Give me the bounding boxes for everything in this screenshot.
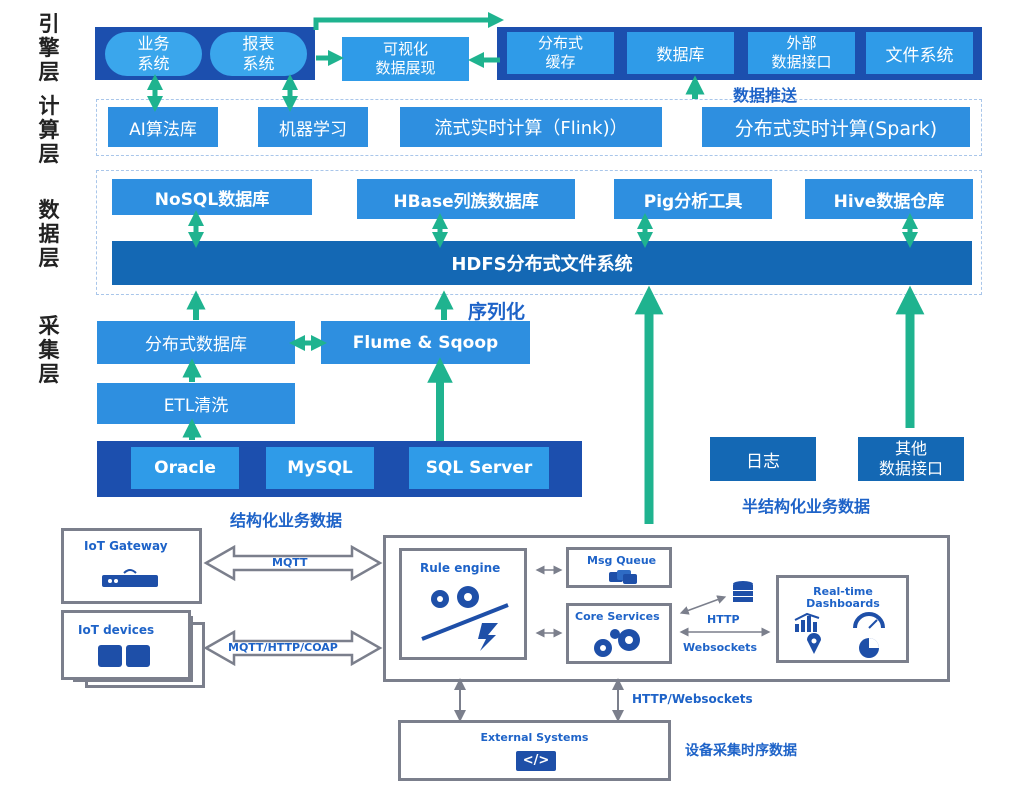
gears-icon — [585, 626, 655, 660]
iot-gateway-box[interactable]: IoT Gateway — [61, 528, 202, 604]
iot-devices-label: IoT devices — [78, 623, 155, 637]
iot-devices-box[interactable]: IoT devices — [61, 610, 191, 680]
mqtt-label: MQTT — [272, 556, 308, 569]
data-push-label: 数据推送 — [733, 86, 798, 105]
layer-label-compute: 计算层 — [38, 94, 60, 166]
database-stack-icon — [731, 580, 755, 604]
machine-learning-box[interactable]: 机器学习 — [258, 107, 368, 147]
business-system-box[interactable]: 业务 系统 — [105, 32, 202, 76]
engine-top-arrow — [313, 11, 504, 30]
visual-display-box[interactable]: 可视化 数据展现 — [342, 37, 469, 81]
code-icon: </> — [516, 751, 556, 771]
hive-box[interactable]: Hive数据仓库 — [805, 179, 973, 219]
other-api-box[interactable]: 其他 数据接口 — [858, 437, 964, 481]
gears-lightning-icon — [416, 583, 516, 653]
dashboards-label: Real-time Dashboards — [806, 585, 880, 610]
external-systems-box[interactable]: External Systems </> — [398, 720, 671, 781]
pig-box[interactable]: Pig分析工具 — [614, 179, 772, 219]
rule-engine-box[interactable]: Rule engine — [399, 548, 527, 660]
database-box[interactable]: 数据库 — [627, 32, 734, 74]
iot-gateway-label: IoT Gateway — [84, 539, 168, 553]
core-services-label: Core Services — [575, 610, 660, 623]
rule-engine-label: Rule engine — [420, 561, 501, 575]
devices-icon — [94, 643, 154, 669]
layer-label-collect: 采集层 — [38, 314, 60, 386]
hbase-box[interactable]: HBase列族数据库 — [357, 179, 575, 219]
dashboards-box[interactable]: Real-time Dashboards — [776, 575, 909, 663]
oracle-box[interactable]: Oracle — [131, 447, 239, 489]
external-systems-label: External Systems — [480, 731, 589, 744]
compute-container — [96, 99, 982, 156]
layer-label-data: 数据层 — [38, 198, 60, 270]
http-websockets-label: HTTP/Websockets — [632, 692, 753, 706]
structured-data-label: 结构化业务数据 — [230, 511, 343, 530]
layer-label-engine: 引擎层 — [38, 12, 60, 84]
spark-box[interactable]: 分布式实时计算(Spark) — [702, 107, 970, 147]
semi-structured-label: 半结构化业务数据 — [742, 497, 871, 516]
mqtt-http-coap-double-arrow — [203, 629, 383, 667]
flink-box[interactable]: 流式实时计算（Flink)） — [400, 107, 662, 147]
hdfs-box[interactable]: HDFS分布式文件系统 — [112, 241, 972, 285]
report-system-box[interactable]: 报表 系统 — [210, 32, 307, 76]
ai-library-box[interactable]: AI算法库 — [108, 107, 218, 147]
etl-box[interactable]: ETL清洗 — [97, 383, 295, 424]
log-box[interactable]: 日志 — [710, 437, 816, 481]
websockets-label: Websockets — [683, 641, 757, 654]
nosql-box[interactable]: NoSQL数据库 — [112, 179, 312, 215]
router-icon — [102, 569, 158, 589]
device-timeseries-label: 设备采集时序数据 — [685, 743, 797, 759]
sqlserver-box[interactable]: SQL Server — [409, 447, 549, 489]
core-db-connector — [679, 595, 727, 615]
flume-sqoop-box[interactable]: Flume & Sqoop — [321, 321, 530, 364]
core-services-box[interactable]: Core Services — [566, 603, 672, 664]
msg-queue-box[interactable]: Msg Queue — [566, 547, 672, 588]
mysql-box[interactable]: MySQL — [266, 447, 374, 489]
mqtt-double-arrow — [203, 544, 383, 582]
data-container — [96, 170, 982, 295]
file-system-box[interactable]: 文件系统 — [866, 32, 973, 74]
queue-icon — [609, 570, 637, 584]
distributed-db-box[interactable]: 分布式数据库 — [97, 321, 295, 364]
external-api-box[interactable]: 外部 数据接口 — [748, 32, 855, 74]
mqtt-http-coap-label: MQTT/HTTP/COAP — [228, 641, 338, 654]
distributed-cache-box[interactable]: 分布式 缓存 — [507, 32, 614, 74]
http-label: HTTP — [707, 613, 740, 626]
serialize-label: 序列化 — [468, 301, 526, 323]
msg-queue-label: Msg Queue — [587, 554, 657, 567]
dashboard-widgets-icon — [793, 612, 897, 658]
